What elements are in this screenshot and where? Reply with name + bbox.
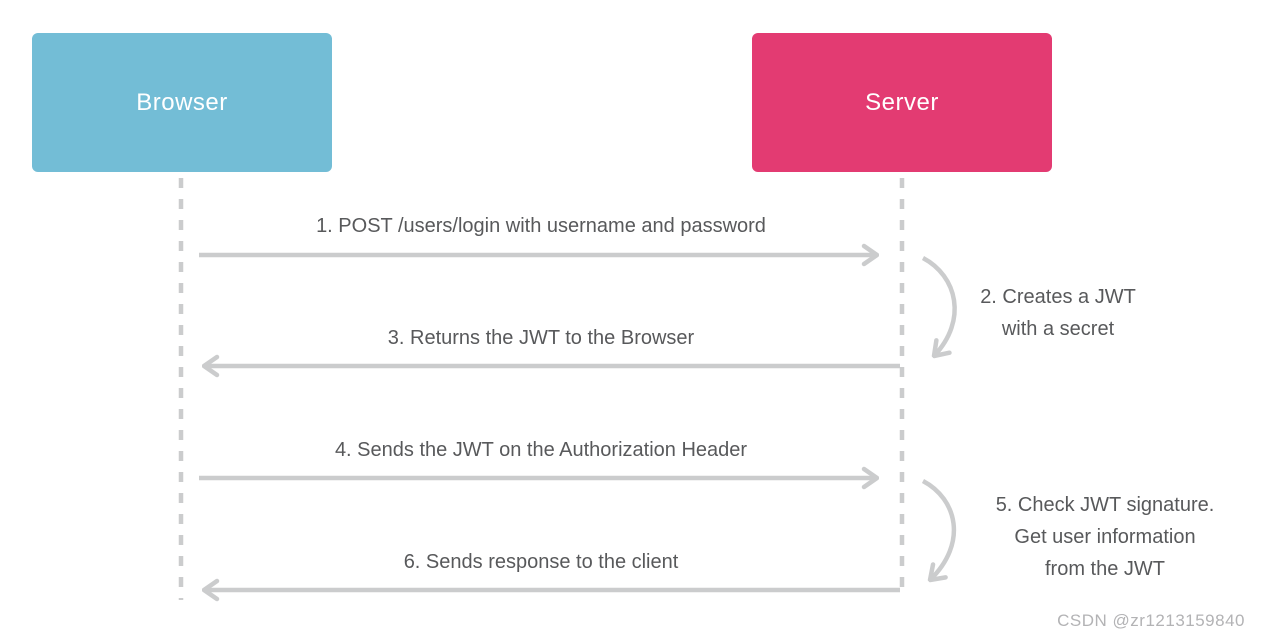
message-5-line2: Get user information: [1014, 526, 1196, 548]
message-4-label: 4. Sends the JWT on the Authorization He…: [334, 439, 748, 461]
browser-actor-label: Browser: [136, 88, 228, 116]
server-actor-box: Server: [752, 33, 1052, 172]
message-3-label: 3. Returns the JWT to the Browser: [387, 327, 695, 349]
message-6-label: 6. Sends response to the client: [403, 551, 679, 573]
browser-actor-box: Browser: [32, 33, 332, 172]
message-1-label: 1. POST /users/login with username and p…: [316, 215, 766, 237]
message-2-line2: with a secret: [1001, 318, 1115, 340]
message-5-line1: 5. Check JWT signature.: [995, 494, 1215, 516]
message-5-self-arrow: [921, 479, 957, 580]
message-2-line1: 2. Creates a JWT: [980, 286, 1136, 308]
message-2-label: 2. Creates a JWT with a secret: [950, 281, 1166, 345]
watermark: CSDN @zr1213159840: [1057, 611, 1245, 630]
message-5-label: 5. Check JWT signature. Get user informa…: [965, 489, 1245, 585]
message-5-line3: from the JWT: [1044, 558, 1165, 580]
server-actor-label: Server: [865, 88, 939, 116]
